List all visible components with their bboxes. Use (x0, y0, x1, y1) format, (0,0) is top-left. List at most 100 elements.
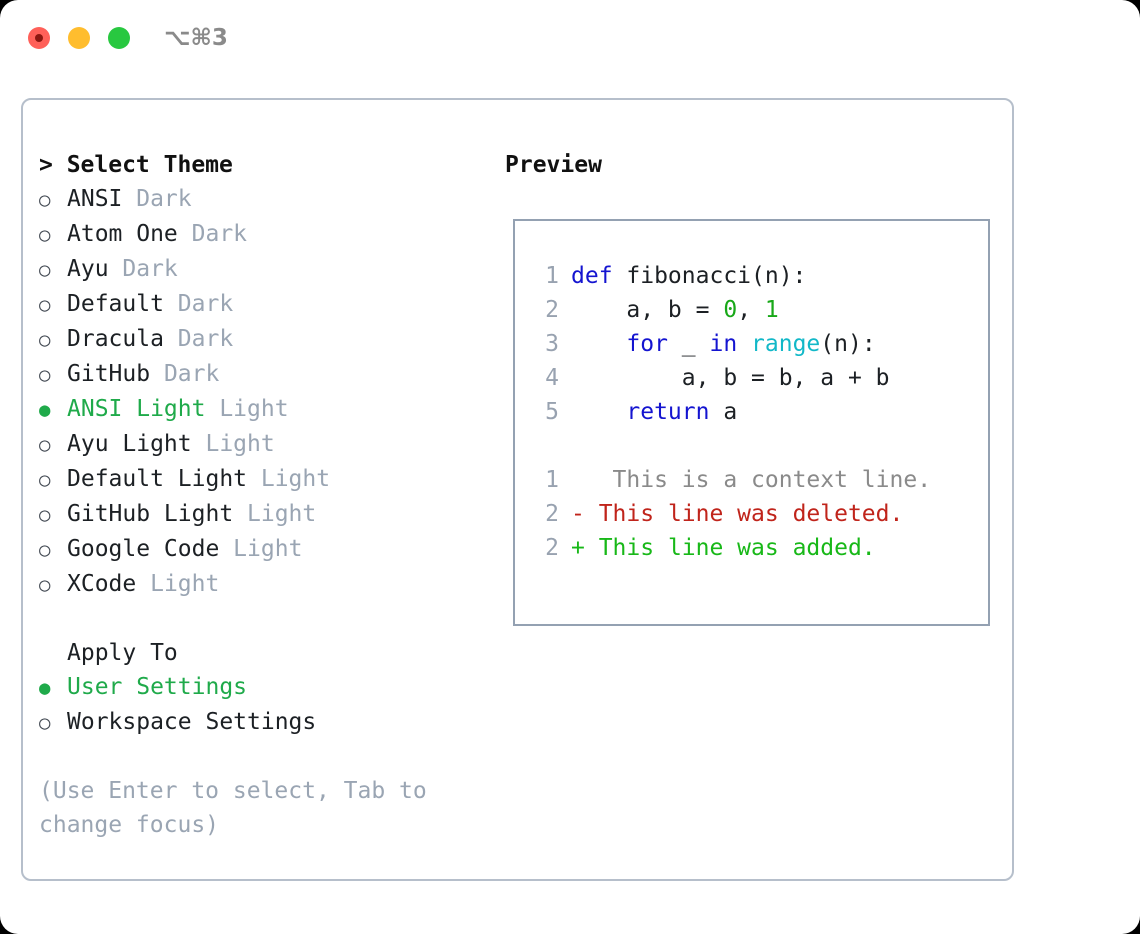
theme-name-label: Ayu Light (67, 431, 192, 457)
diff-marker: + (571, 535, 585, 561)
theme-variant-label: Light (205, 396, 289, 422)
code-token-plain: a, b = (571, 297, 724, 323)
code-token-kw: in (709, 331, 738, 357)
line-number: 1 (545, 263, 559, 289)
diff-block: 1 This is a context line. 2 - This line wa… (531, 463, 988, 565)
diff-content: This line was added. (584, 535, 876, 561)
theme-list-item[interactable]: ● ANSI Light Light (39, 392, 501, 427)
code-line: 4 a, b = b, a + b (531, 361, 988, 395)
code-line: 1 def fibonacci(n): (531, 259, 988, 293)
code-token-num: 0 (723, 297, 738, 323)
keyboard-hint: (Use Enter to select, Tab to change focu… (39, 778, 427, 838)
line-number: 3 (545, 331, 559, 357)
minimize-window-icon[interactable] (68, 27, 90, 49)
preview-heading: Preview (505, 152, 602, 178)
code-diff-separator (531, 429, 988, 463)
code-token-plain: a (709, 399, 738, 425)
code-token-kw: for (626, 331, 668, 357)
radio-unselected-icon: ○ (39, 469, 51, 491)
theme-list: ○ANSI Dark○Atom One Dark○Ayu Dark○Defaul… (39, 182, 501, 602)
theme-list-item[interactable]: ○GitHub Dark (39, 357, 501, 392)
code-token-plain (737, 331, 751, 357)
theme-name-label: Ayu (67, 256, 109, 282)
line-number: 4 (545, 365, 559, 391)
radio-unselected-icon: ○ (39, 259, 51, 281)
theme-list-item[interactable]: ○ANSI Dark (39, 182, 501, 217)
diff-line: 1 This is a context line. (531, 463, 988, 497)
title-bar: ⌥⌘3 (0, 0, 1140, 76)
theme-name-label: Atom One (67, 221, 178, 247)
radio-unselected-icon: ○ (39, 294, 51, 316)
theme-list-item[interactable]: ○Default Light Light (39, 462, 501, 497)
code-text: for _ in range(n): (571, 327, 876, 361)
theme-name-label: Google Code (67, 536, 220, 562)
theme-variant-label: Light (219, 536, 303, 562)
code-token-plain (571, 399, 626, 425)
code-token-kw: def (571, 263, 627, 289)
diff-text: - This line was deleted. (571, 497, 903, 531)
apply-to-item[interactable]: ○Workspace Settings (39, 705, 501, 740)
theme-variant-label: Light (191, 431, 275, 457)
theme-list-item[interactable]: ○ Ayu Dark (39, 252, 501, 287)
diff-marker (571, 467, 585, 493)
theme-variant-label: Light (136, 571, 220, 597)
theme-list-item[interactable]: ○GitHub Light Light (39, 497, 501, 532)
theme-name-label: ANSI Light (67, 396, 206, 422)
diff-content: This is a context line. (584, 467, 932, 493)
radio-unselected-icon: ○ (39, 434, 51, 456)
code-text: return a (571, 395, 737, 429)
theme-list-item[interactable]: ○ Default Dark (39, 287, 501, 322)
close-window-icon[interactable] (28, 27, 50, 49)
theme-list-item[interactable]: ○ Ayu Light Light (39, 427, 501, 462)
radio-selected-icon: ● (39, 399, 51, 421)
radio-unselected-icon: ○ (39, 224, 51, 246)
code-token-plain: (n): (820, 331, 876, 357)
apply-to-heading: Apply To (67, 640, 178, 666)
theme-variant-label: Dark (163, 326, 234, 352)
code-line: 3 for _ in range(n): (531, 327, 988, 361)
code-text: a, b = b, a + b (571, 361, 890, 395)
theme-variant-label: Dark (177, 221, 248, 247)
code-token-plain (571, 331, 626, 357)
window-controls (28, 27, 130, 49)
theme-list-item[interactable]: ○Dracula Dark (39, 322, 501, 357)
code-line: 2 a, b = 0, 1 (531, 293, 988, 327)
keyboard-shortcut-label: ⌥⌘3 (164, 25, 228, 51)
apply-to-label: User Settings (67, 674, 248, 700)
theme-column: > Select Theme ○ANSI Dark○Atom One Dark○… (23, 100, 501, 879)
code-text: def fibonacci(n): (571, 259, 806, 293)
theme-variant-label: Dark (163, 291, 234, 317)
theme-name-label: GitHub Light (67, 501, 234, 527)
line-number: 2 (545, 501, 559, 527)
theme-name-label: GitHub (67, 361, 151, 387)
theme-name-label: Default Light (67, 466, 248, 492)
theme-name-label: Dracula (67, 326, 164, 352)
theme-variant-label: Dark (122, 186, 192, 212)
select-theme-heading: > Select Theme (39, 152, 233, 178)
code-token-bi: range (751, 331, 821, 357)
theme-name-label: ANSI (67, 186, 123, 212)
diff-line: 2 - This line was deleted. (531, 497, 988, 531)
line-number: 2 (545, 297, 559, 323)
radio-unselected-icon: ○ (39, 574, 51, 596)
code-text: a, b = 0, 1 (571, 293, 778, 327)
theme-list-item[interactable]: ○ Google Code Light (39, 532, 501, 567)
theme-variant-label: Dark (108, 256, 178, 282)
apply-to-item[interactable]: ●User Settings (39, 670, 501, 705)
diff-text: This is a context line. (571, 463, 932, 497)
radio-unselected-icon: ○ (39, 712, 51, 734)
theme-list-item[interactable]: ○ Atom One Dark (39, 217, 501, 252)
diff-line: 2+ This line was added. (531, 531, 988, 565)
line-number: 5 (545, 399, 559, 425)
theme-name-label: Default (67, 291, 164, 317)
theme-list-item[interactable]: ○ XCode Light (39, 567, 501, 602)
maximize-window-icon[interactable] (108, 27, 130, 49)
theme-name-label: XCode (67, 571, 137, 597)
radio-unselected-icon: ○ (39, 539, 51, 561)
theme-variant-label: Dark (150, 361, 220, 387)
theme-selector-panel: > Select Theme ○ANSI Dark○Atom One Dark○… (21, 98, 1014, 881)
code-token-plain: (n): (751, 263, 807, 289)
